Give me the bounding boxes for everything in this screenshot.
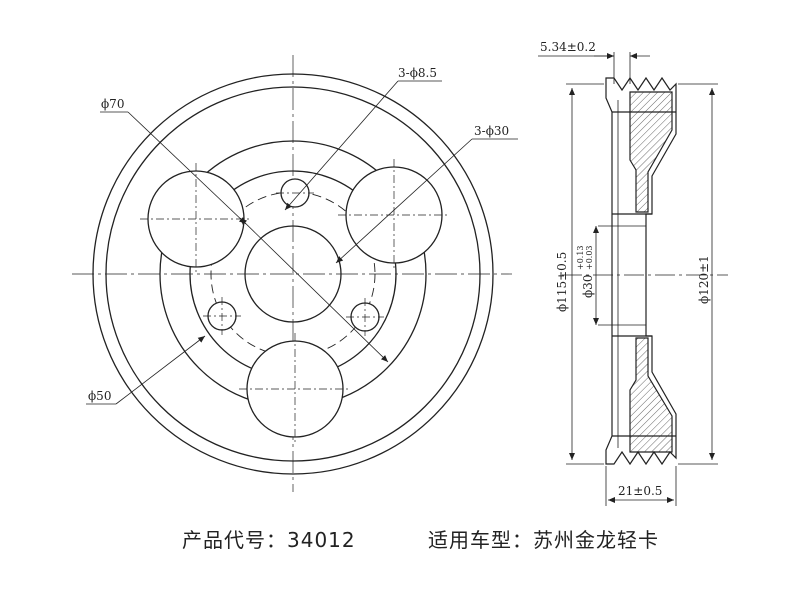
side-view (562, 76, 728, 466)
label-bore-tol-upper: +0.13 (576, 245, 585, 270)
front-view (72, 55, 518, 492)
label-bore-tol-lower: +0.03 (585, 245, 594, 270)
outer-rim (92, 73, 494, 475)
label-groove-width: 5.34±0.2 (540, 40, 596, 54)
label-phi70: ϕ70 (101, 97, 124, 111)
product-code-caption: 产品代号：34012 (182, 528, 356, 552)
label-width: 21±0.5 (618, 484, 662, 498)
pulley-profile (605, 76, 677, 466)
vehicle-caption: 适用车型：苏州金龙轻卡 (428, 528, 659, 552)
label-bore: ϕ30 (581, 275, 595, 298)
side-dimensions (538, 52, 718, 506)
inner-rim (105, 86, 481, 462)
label-small-hole: 3-ϕ8.5 (398, 66, 437, 80)
label-phi120: ϕ120±1 (697, 255, 711, 304)
bolt-circle-diameter-line (239, 217, 389, 363)
label-large-hole: 3-ϕ30 (474, 124, 509, 138)
web-section-bottom (629, 337, 673, 453)
label-phi115: ϕ115±0.5 (555, 252, 569, 312)
web-section-top (629, 91, 673, 213)
label-phi50: ϕ50 (88, 389, 111, 403)
